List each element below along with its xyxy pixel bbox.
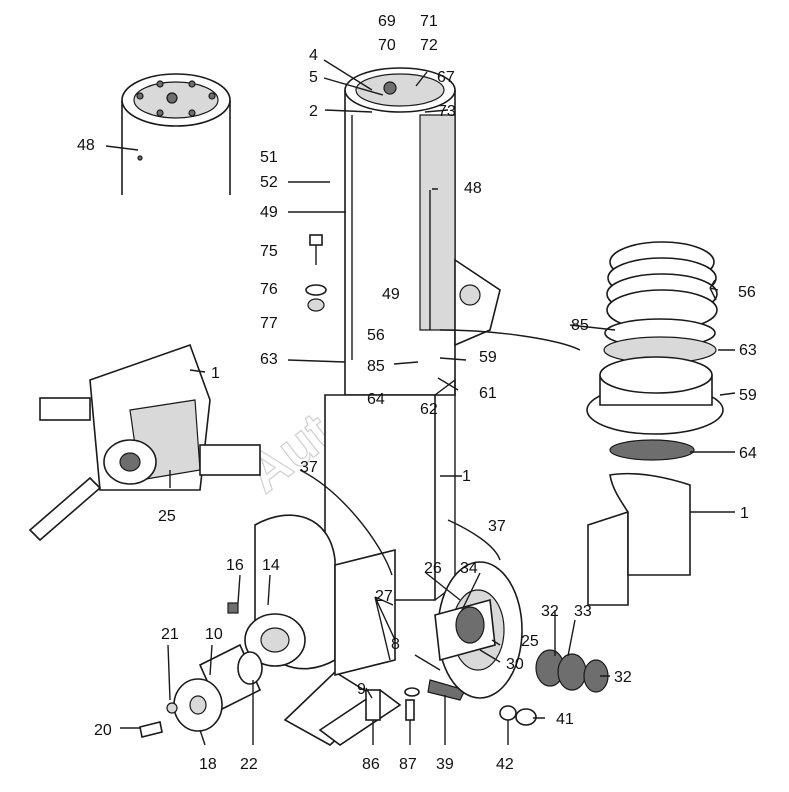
callout-37-upper: 37 bbox=[300, 459, 318, 476]
callout-69: 69 bbox=[378, 13, 396, 30]
callout-1-column: 1 bbox=[462, 468, 471, 485]
callout-64-right: 64 bbox=[739, 445, 757, 462]
cylinder-48-left bbox=[121, 73, 231, 195]
callout-25-lower: 25 bbox=[521, 633, 539, 650]
callout-10: 10 bbox=[205, 626, 223, 643]
callout-9: 9 bbox=[357, 681, 366, 698]
callout-71: 71 bbox=[420, 13, 438, 30]
callout-51: 51 bbox=[260, 149, 278, 166]
bracket-39 bbox=[427, 679, 466, 701]
callout-33: 33 bbox=[574, 603, 592, 620]
washer-76 bbox=[305, 284, 327, 296]
callout-52: 52 bbox=[260, 174, 278, 191]
gear-set-32-33 bbox=[535, 649, 609, 693]
callout-39: 39 bbox=[436, 756, 454, 773]
callout-87: 87 bbox=[399, 756, 417, 773]
callout-61: 61 bbox=[479, 385, 497, 402]
callout-labels: 69 71 70 72 4 5 67 2 73 48 51 52 48 49 7… bbox=[77, 13, 757, 773]
callout-86: 86 bbox=[362, 756, 380, 773]
cap-22 bbox=[237, 651, 263, 685]
callout-63-column: 63 bbox=[260, 351, 278, 368]
callout-59-column: 59 bbox=[479, 349, 497, 366]
washer-8 bbox=[404, 687, 420, 697]
callout-32-upper: 32 bbox=[541, 603, 559, 620]
screw-16 bbox=[227, 602, 239, 614]
callout-20: 20 bbox=[94, 722, 112, 739]
callout-77: 77 bbox=[260, 315, 278, 332]
callout-41: 41 bbox=[556, 711, 574, 728]
callout-48-column: 48 bbox=[464, 180, 482, 197]
callout-1-right: 1 bbox=[740, 505, 749, 522]
cap-42-41 bbox=[499, 705, 537, 726]
callout-18: 18 bbox=[199, 756, 217, 773]
callout-56-right: 56 bbox=[738, 284, 756, 301]
callout-42: 42 bbox=[496, 756, 514, 773]
callout-32-lower: 32 bbox=[614, 669, 632, 686]
post-1-right bbox=[587, 472, 691, 606]
callout-5: 5 bbox=[309, 69, 318, 86]
callout-4: 4 bbox=[309, 47, 318, 64]
callout-37-lower: 37 bbox=[488, 518, 506, 535]
callout-30: 30 bbox=[506, 656, 524, 673]
column-bracket bbox=[454, 258, 501, 347]
callout-72: 72 bbox=[420, 37, 438, 54]
callout-14: 14 bbox=[262, 557, 280, 574]
callout-75: 75 bbox=[260, 243, 278, 260]
callout-48-left: 48 bbox=[77, 137, 95, 154]
callout-85-right: 85 bbox=[571, 317, 589, 334]
callout-34: 34 bbox=[460, 560, 478, 577]
callout-59-right: 59 bbox=[739, 387, 757, 404]
screw-20 bbox=[139, 721, 163, 738]
flange-59 bbox=[586, 356, 724, 435]
callout-64-column: 64 bbox=[367, 391, 385, 408]
callout-49-upper: 49 bbox=[260, 204, 278, 221]
callout-8: 8 bbox=[391, 636, 400, 653]
ring-stack-56 bbox=[606, 241, 718, 331]
spring-21 bbox=[166, 702, 178, 714]
callout-63-right: 63 bbox=[739, 342, 757, 359]
leader-lines bbox=[105, 59, 736, 746]
main-column bbox=[324, 67, 456, 601]
callout-67: 67 bbox=[437, 69, 455, 86]
callout-2: 2 bbox=[309, 103, 318, 120]
ring-64 bbox=[609, 439, 695, 461]
bearing-housing-14 bbox=[244, 514, 336, 670]
callout-26: 26 bbox=[424, 560, 442, 577]
callout-16: 16 bbox=[226, 557, 244, 574]
bolt-87 bbox=[405, 699, 415, 721]
callout-25-left: 25 bbox=[158, 508, 176, 525]
callout-76: 76 bbox=[260, 281, 278, 298]
bolt-75 bbox=[309, 234, 323, 265]
callout-21: 21 bbox=[161, 626, 179, 643]
nut-77 bbox=[307, 298, 325, 312]
callout-62: 62 bbox=[420, 401, 438, 418]
callout-73: 73 bbox=[438, 103, 456, 120]
shaft-25 bbox=[434, 598, 496, 662]
callout-22: 22 bbox=[240, 756, 258, 773]
callout-70: 70 bbox=[378, 37, 396, 54]
callout-85-column: 85 bbox=[367, 358, 385, 375]
callout-56-column: 56 bbox=[367, 327, 385, 344]
callout-27: 27 bbox=[375, 588, 393, 605]
bolt-9 bbox=[365, 689, 381, 721]
housing-left bbox=[28, 343, 261, 542]
callout-1-left: 1 bbox=[211, 365, 220, 382]
callout-49-lower: 49 bbox=[382, 286, 400, 303]
